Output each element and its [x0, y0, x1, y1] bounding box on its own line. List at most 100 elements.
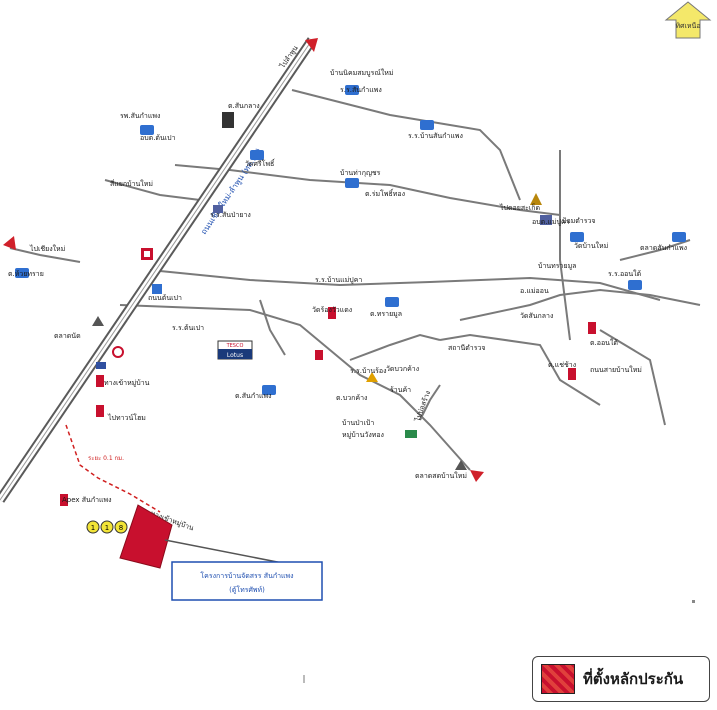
map-label: ทางเข้าหมู่บ้าน [104, 379, 150, 387]
north-arrow-label: ทิศเหนือ [675, 22, 700, 30]
temple-icon [92, 316, 104, 326]
tesco-logo-lower [218, 349, 252, 359]
project-sign-box [171, 561, 323, 601]
direction-arrows [3, 38, 484, 482]
scan-mark [692, 600, 695, 603]
school-icon [628, 280, 642, 290]
distance-label: ระยะ 0.1 กม. [88, 455, 124, 462]
map-label: อ.แม่ออน [520, 287, 549, 295]
map-label: อบต.ต้นเปา [140, 134, 176, 142]
arrow-north-icon [305, 38, 318, 52]
market-icon [405, 430, 417, 438]
building-icon [222, 112, 234, 128]
map-label: บ้านนิคมสมบูรณ์ใหม่ [330, 68, 393, 77]
road-north-2 [174, 164, 561, 216]
project-sign-line2: (ตู้โทรศัพท์) [229, 585, 265, 594]
signal-icon [112, 346, 124, 358]
map-label: ไปบ่อสร้าง [412, 389, 432, 423]
map-label: ไปเชียงใหม่ [29, 244, 65, 253]
school-icon [345, 85, 359, 95]
map-label: ร.ร.บ้านสันกำแพง [408, 132, 463, 140]
road-inner-3 [259, 299, 286, 356]
map-label: สถานีตำรวจ [448, 344, 486, 352]
flag-icon [96, 362, 106, 369]
map-label: ร.ร.บ้านแม่ปูคา [315, 276, 362, 284]
road-east-2 [439, 333, 601, 406]
school-icon [140, 125, 154, 135]
map-label: ถนนสายบ้านใหม่ [590, 365, 642, 374]
hospital-inner [144, 251, 150, 257]
school-icon [570, 232, 584, 242]
road-east-3 [619, 239, 691, 261]
map-label: ต.สันกลาง [228, 102, 260, 110]
school-icon [420, 120, 434, 130]
map-label: ต.ออนใต้ [590, 338, 618, 347]
map-label: ตลาดสดบ้านใหม่ [415, 471, 467, 480]
arrow-southeast-icon [470, 470, 484, 482]
map-label: ต.แช่ช้าง [548, 361, 576, 369]
map-label: ร.ร.บ้านร้อง [350, 367, 387, 375]
tesco-bottom-text: Lotus [227, 352, 243, 359]
school-icon [250, 150, 264, 160]
map-label: ตลาดสันกำแพง [640, 244, 687, 252]
access-route: ระยะ 0.1 กม. ทางเข้าหมู่บ้าน [65, 424, 195, 533]
road-east-4 [599, 329, 666, 426]
tesco-top-text: TESCO [226, 343, 244, 349]
highway: ถนนเชียงใหม่-ลำพูน (ทล.11) [0, 37, 317, 503]
landmark-icons [15, 85, 686, 506]
school-icon [345, 178, 359, 188]
scan-mark [303, 675, 305, 683]
red-building-icon [60, 494, 68, 506]
route-badge-circle [100, 520, 114, 534]
building-icon [540, 215, 552, 225]
arrow-west-icon [3, 236, 16, 250]
road-west-spur [9, 247, 81, 263]
map-label: หมู่บ้านวังทอง [342, 431, 384, 439]
red-building-icon [588, 322, 596, 334]
gas-station-icon [152, 284, 162, 294]
map-label: วัดบ้านใหม่ [574, 241, 608, 250]
north-arrow: ทิศเหนือ [662, 0, 714, 40]
building-icon [213, 205, 223, 213]
highway-center [0, 39, 313, 501]
map-label: วัดบวกค้าง [386, 365, 419, 373]
map-label: ร.ร.สันป่ายาง [210, 211, 251, 219]
school-icon [262, 385, 276, 395]
map-label: วัดสันกลาง [520, 312, 553, 320]
route-badges: 1 1 8 [86, 520, 128, 534]
tesco-lotus-logo: TESCO Lotus [217, 340, 253, 360]
school-icon [672, 232, 686, 242]
route-badge-text: 8 [119, 524, 123, 532]
map-label: บ้านทรายมูล [538, 262, 576, 270]
map-label: สี่แยกบ้านใหม่ [110, 179, 153, 188]
route-badge-circle [114, 520, 128, 534]
map-label: ต.ห้วยทราย [8, 270, 44, 278]
road-east-1 [459, 288, 701, 321]
red-building-icon [96, 375, 104, 387]
map-label: ไปดอยสะเก็ด [499, 203, 540, 212]
place-labels: บ้านนิคมสมบูรณ์ใหม่ ร.ร.สันกำแพง รพ.สันก… [8, 44, 687, 504]
map-label: ร.ร.ออนใต้ [608, 269, 642, 278]
map-label: วัดร้องวัวแดง [312, 306, 352, 314]
red-building-icon [96, 405, 104, 417]
map-label: ไปทาวน์โฮม [107, 413, 146, 422]
map-label: ป้อมตำรวจ [562, 217, 596, 225]
road-north-3 [104, 179, 201, 201]
map-label: ร.ร.ต้นเปา [172, 324, 204, 332]
map-label: ร้านค้า [390, 386, 411, 394]
route-badge-circle [86, 520, 100, 534]
map-label: บ้านป่าเป้า [342, 419, 374, 427]
road-mid [149, 269, 661, 301]
map-label: Apex สันกำแพง [62, 496, 112, 504]
map-label: ต.บวกค้าง [336, 394, 367, 402]
road-north-1 [291, 89, 521, 201]
map-label: ตลาดนัด [54, 332, 81, 340]
road-inner-2 [419, 384, 441, 421]
map-legend: ที่ตั้งหลักประกัน [532, 656, 710, 702]
map-label: ร.ร.สันกำแพง [340, 86, 382, 94]
road-inner-1 [349, 333, 441, 361]
route-badge-text: 1 [91, 524, 95, 532]
local-roads [9, 89, 701, 471]
warning-icon [366, 372, 378, 382]
